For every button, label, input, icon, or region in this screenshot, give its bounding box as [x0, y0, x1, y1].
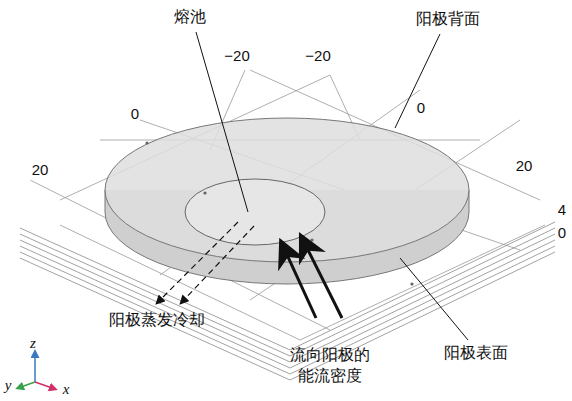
axis-name: z	[29, 334, 37, 354]
melt-pool	[185, 179, 325, 245]
axis-tick: 4	[557, 200, 567, 220]
axis-tick: −20	[223, 46, 250, 66]
axis-tick: 0	[130, 104, 140, 124]
anode-surface	[105, 118, 469, 262]
back-label: 阳极背面	[415, 9, 481, 30]
cooling-label: 阳极蒸发冷却	[108, 310, 206, 331]
grid-lines	[30, 70, 545, 340]
pool-label: 熔池	[173, 7, 207, 28]
axis-name: x	[62, 380, 71, 400]
axis-name: y	[4, 376, 13, 396]
axis-tick: 20	[31, 160, 50, 180]
axis-tick: 0	[557, 223, 567, 243]
axis-tick: 20	[515, 156, 534, 176]
surface-label: 阳极表面	[443, 343, 509, 364]
axis-tick: −20	[304, 46, 331, 66]
flux-label: 流向阳极的 能流密度	[287, 345, 373, 387]
axis-tick: 0	[416, 98, 426, 118]
